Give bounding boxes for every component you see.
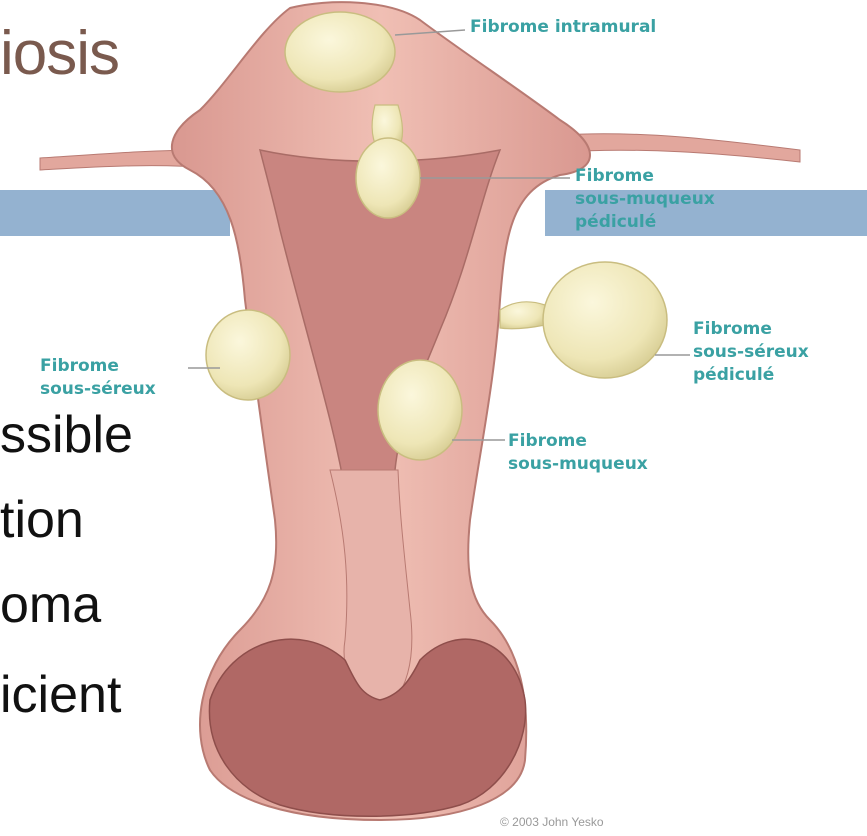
label-fibrome-sous-sereux-pedicule: Fibrome sous-séreux pédiculé — [693, 318, 809, 387]
right-fallopian-tube — [560, 134, 800, 162]
label-fibrome-intramural: Fibrome intramural — [470, 16, 656, 39]
label-fibrome-sous-muqueux: Fibrome sous-muqueux — [508, 430, 648, 476]
fibroid-subserous — [206, 310, 290, 400]
label-line: Fibrome — [508, 430, 648, 453]
label-line: sous-muqueux — [575, 188, 715, 211]
label-line: pédiculé — [575, 211, 715, 234]
fibroid-stalk-subserous — [500, 302, 545, 329]
label-line: sous-muqueux — [508, 453, 648, 476]
fibroid-subserous-pedunculated — [543, 262, 667, 378]
label-line: Fibrome — [693, 318, 809, 341]
label-line: sous-séreux — [40, 378, 156, 401]
label-fibrome-sous-muqueux-pedicule: Fibrome sous-muqueux pédiculé — [575, 165, 715, 234]
copyright-text: © 2003 John Yesko — [500, 815, 604, 829]
fibroid-intramural — [285, 12, 395, 92]
label-line: Fibrome — [40, 355, 156, 378]
label-line: sous-séreux — [693, 341, 809, 364]
label-line: Fibrome — [575, 165, 715, 188]
label-fibrome-sous-sereux: Fibrome sous-séreux — [40, 355, 156, 401]
fibroid-submucous — [378, 360, 462, 460]
fibroid-submucous-pedunculated — [356, 138, 420, 218]
label-line: pédiculé — [693, 364, 809, 387]
